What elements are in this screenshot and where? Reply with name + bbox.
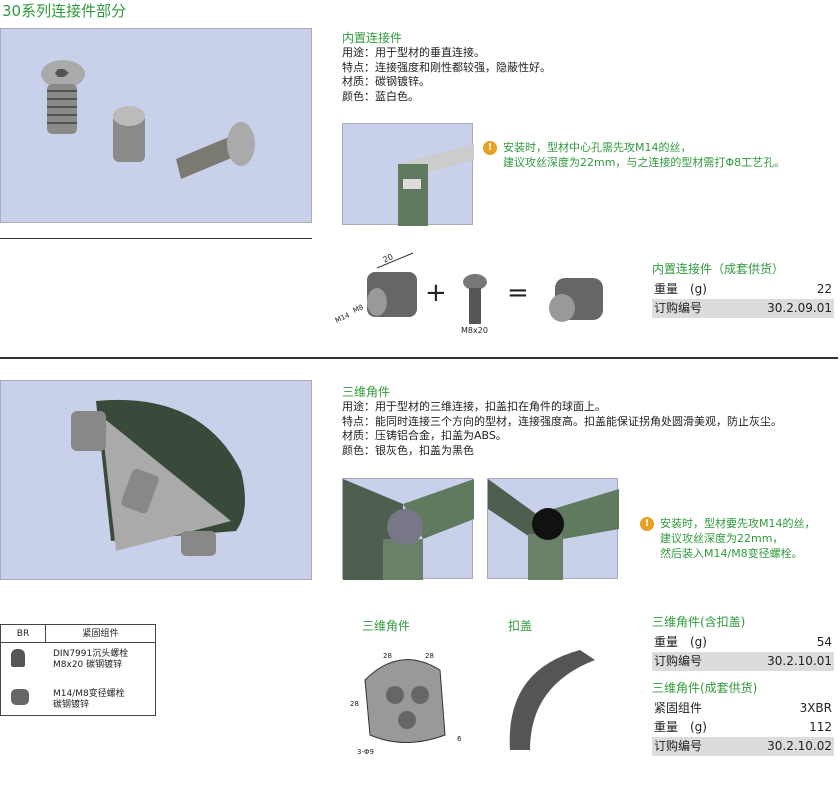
material-text: 材质：压铸铝合金，扣盖为ABS。 (342, 429, 507, 442)
section-divider (0, 357, 838, 359)
equals-sign: = (507, 278, 529, 308)
spec-heading: 内置连接件（成套供货） (652, 262, 785, 276)
section-heading: 三维角件 (342, 385, 391, 399)
description: 用途：用于型材的三维连接，扣盖扣在角件的球面上。 特点：能同时连接三个方向的型材… (342, 400, 782, 458)
spec-value: 112 (809, 720, 832, 734)
spec-label: 订购编号 (654, 654, 703, 668)
dim-label: 28 (383, 652, 392, 660)
spec-label: 订购编号 (654, 739, 703, 753)
usage-text: 用途：用于型材的垂直连接。 (342, 46, 485, 59)
spec-table: 内置连接件（成套供货） 重量 (g) 22 订购编号 30.2.09.01 (652, 258, 834, 318)
spec-value: 22 (816, 282, 832, 296)
connector-illustration (41, 60, 255, 179)
spec-value: 30.2.09.01 (767, 301, 832, 315)
corner-installed-photo (342, 478, 474, 580)
feature-text: 特点：能同时连接三个方向的型材，连接强度高。扣盖能保证拐角处圆滑美观，防止灰尘。 (342, 414, 782, 428)
note-line: 建议攻丝深度为22mm， (660, 532, 784, 545)
list-item: M14/M8变径螺栓碳钢镀锌 (53, 689, 125, 711)
spec-label: 紧固组件 (654, 701, 703, 715)
reducer-bolt-icon (11, 689, 29, 705)
item-text: DIN7991沉头螺栓 (53, 649, 129, 659)
assembly-diagram: 20 M8 M14 + M8x20 = (325, 250, 625, 340)
spec-label: 重量 (g) (654, 720, 707, 734)
spec-heading: 三维角件(成套供货) (652, 681, 758, 695)
corner-drawing: 28 28 28 6 3-Φ9 (345, 640, 470, 760)
item-text: M8x20 碳钢镀锌 (53, 660, 123, 670)
install-note: ! 安装时，型材要先攻M14的丝， 建议攻丝深度为22mm， 然后装入M14/M8变… (640, 516, 816, 561)
spec-label: 重量 (g) (654, 635, 707, 649)
note-line: 安装时，型材中心孔需先攻M14的丝， (503, 141, 692, 154)
table-header: 紧固组件 (82, 629, 119, 639)
dim-label: 28 (425, 652, 434, 660)
divider (0, 238, 312, 239)
spec-value: 30.2.10.01 (767, 654, 832, 668)
countersunk-bolt-icon (11, 649, 25, 667)
install-note: ! 安装时，型材中心孔需先攻M14的丝， 建议攻丝深度为22mm，与之连接的型材需… (483, 140, 785, 170)
color-text: 颜色：蓝白色。 (342, 89, 419, 103)
dim-label: 28 (350, 700, 359, 708)
note-line: 安装时，型材要先攻M14的丝， (660, 517, 816, 530)
assembled-connector-icon (549, 278, 603, 322)
warning-icon: ! (483, 141, 497, 155)
corner-label: 三维角件 (362, 619, 411, 633)
bolt-icon (463, 274, 487, 324)
material-text: 材质：碳钢镀锌。 (342, 75, 430, 88)
spec-value: 54 (816, 635, 832, 649)
dim-label: 6 (457, 735, 462, 743)
corner-photo (0, 380, 312, 580)
warning-icon: ! (640, 517, 654, 531)
spec-label: 订购编号 (654, 301, 703, 315)
spec-heading: 三维角件(含扣盖) (652, 615, 746, 629)
corner-capped-photo (487, 478, 619, 580)
dim-label: 3-Φ9 (357, 748, 374, 756)
item-text: M14/M8变径螺栓 (53, 689, 125, 699)
description: 用途：用于型材的垂直连接。 特点：连接强度和刚性都较强，隐蔽性好。 材质：碳钢镀… (342, 46, 551, 104)
feature-text: 特点：连接强度和刚性都较强，隐蔽性好。 (342, 60, 551, 74)
page-title: 30系列连接件部分 (2, 2, 127, 20)
spec-value: 30.2.10.02 (767, 739, 832, 753)
bolt-label: M8x20 (461, 326, 488, 335)
cap-label: 扣盖 (508, 619, 533, 633)
plus-sign: + (425, 278, 447, 308)
section-heading: 内置连接件 (342, 31, 403, 45)
item-text: 碳钢镀锌 (53, 700, 90, 710)
table-header: BR (1, 625, 46, 642)
note-line: 建议攻丝深度为22mm，与之连接的型材需打Φ8工艺孔。 (503, 156, 786, 169)
spec-value: 3XBR (799, 701, 832, 715)
color-text: 颜色：银灰色，扣盖为黑色 (342, 443, 474, 457)
install-photo (342, 123, 474, 226)
cap-drawing (509, 650, 595, 750)
note-line: 然后装入M14/M8变径螺栓。 (660, 547, 803, 560)
usage-text: 用途：用于型材的三维连接，扣盖扣在角件的球面上。 (342, 400, 606, 413)
spec-label: 重量 (g) (654, 282, 707, 296)
connector-photo (0, 28, 312, 223)
spec-table: 三维角件(含扣盖) 重量 (g) 54 订购编号 30.2.10.01 三维角件(成… (652, 611, 834, 756)
